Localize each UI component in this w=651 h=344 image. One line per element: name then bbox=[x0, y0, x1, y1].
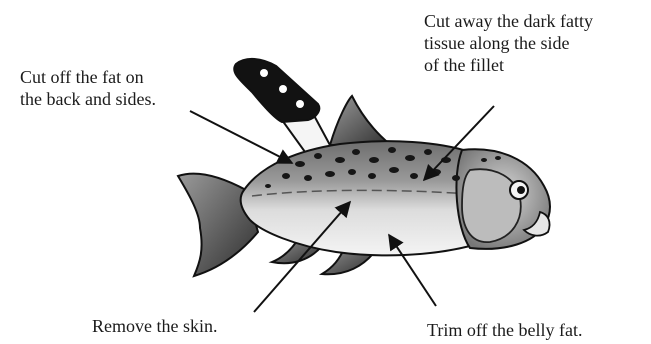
annotation-line: of the fillet bbox=[424, 54, 593, 76]
annotation-line: Cut off the fat on bbox=[20, 66, 156, 88]
annotation-skin: Remove the skin. bbox=[92, 315, 217, 337]
annotation-line: Remove the skin. bbox=[92, 315, 217, 337]
knife-rivet bbox=[296, 100, 304, 108]
annotation-back-fat: Cut off the fat on the back and sides. bbox=[20, 66, 156, 110]
annotation-dark-tissue: Cut away the dark fatty tissue along the… bbox=[424, 10, 593, 76]
annotation-belly-fat: Trim off the belly fat. bbox=[427, 319, 583, 341]
knife-rivet bbox=[260, 69, 268, 77]
annotation-line: Trim off the belly fat. bbox=[427, 319, 583, 341]
fish-body bbox=[241, 141, 470, 255]
annotation-line: the back and sides. bbox=[20, 88, 156, 110]
annotation-line: tissue along the side bbox=[424, 32, 593, 54]
annotation-line: Cut away the dark fatty bbox=[424, 10, 593, 32]
knife-handle bbox=[234, 59, 319, 122]
knife-rivet bbox=[279, 85, 287, 93]
dorsal-fin bbox=[330, 96, 392, 146]
fish-pupil bbox=[517, 186, 525, 194]
